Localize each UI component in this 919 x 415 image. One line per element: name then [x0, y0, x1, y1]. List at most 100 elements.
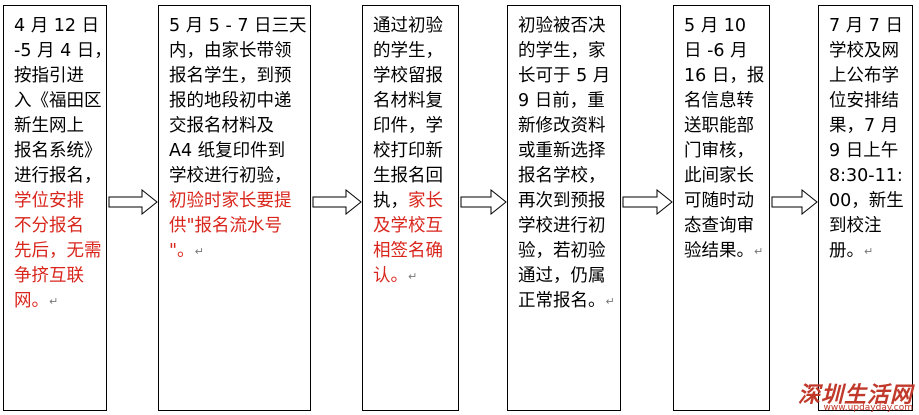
step-text: 果，7 月 — [829, 116, 899, 136]
highlighted-text: 网。 — [14, 291, 49, 311]
step-text: 日 -6 月 — [684, 41, 748, 61]
step-text-line: "。↵ — [169, 239, 302, 264]
step-text-line: 9 日前，重 — [518, 89, 612, 114]
step-text-line: 验，若初验 — [518, 239, 612, 264]
step-text: 5 月 5 - 7 日三天 — [169, 16, 307, 36]
step-text: 态查询审 — [684, 216, 754, 236]
watermark-name: 深圳生活网 — [797, 383, 913, 408]
step-text-line: 验结果。↵ — [684, 239, 764, 264]
step-text: 的学生， — [373, 41, 443, 61]
step-text-line: 8:30-11: — [829, 164, 904, 189]
step-text: 9 日上午 — [829, 141, 899, 161]
paragraph-mark-icon: ↵ — [194, 245, 204, 258]
step-box-2: 5 月 5 - 7 日三天内，由家长带领报名学生，到预报的地段初中递交报名材料及… — [158, 5, 311, 411]
step-text-line: 内，由家长带领 — [169, 39, 302, 64]
step-box-4: 初验被否决的学生，家长可于 5 月 9 日前，重新修改资料或重新选择报名学校，再次… — [507, 5, 621, 411]
step-text: 初验被否决 — [518, 16, 606, 36]
step-text: 执， — [373, 191, 408, 211]
step-text-line: 再次到预报 — [518, 189, 612, 214]
step-text-line: 正常报名。↵ — [518, 289, 615, 314]
arrow-right-icon — [771, 189, 818, 215]
step-text-line: 印件，学 — [373, 114, 450, 139]
step-text: 上公布学 — [829, 66, 899, 86]
step-text: 8:30-11: — [829, 166, 903, 186]
step-text-line: 5 月 10 — [684, 14, 761, 39]
step-text-line: 报名学校， — [518, 164, 612, 189]
step-text-line: 先后，无需 — [14, 239, 102, 264]
step-text-line: 新修改资料 — [518, 114, 612, 139]
step-text-line: 通过，仍属 — [518, 264, 612, 289]
step-text: 报的地段初中递 — [169, 91, 292, 111]
step-text-line: 新生网上 — [14, 114, 98, 139]
step-text-line: 报的地段初中递 — [169, 89, 302, 114]
step-text: 新修改资料 — [518, 116, 606, 136]
step-text: -5 月 4 日， — [14, 41, 107, 61]
step-text: 正常报名。 — [518, 291, 606, 311]
step-text-line: A4 纸复印件到 — [169, 139, 302, 164]
step-text-line: 执，家长 — [373, 189, 450, 214]
step-text: 验，若初验 — [518, 241, 606, 261]
arrow-right-icon — [622, 189, 673, 215]
step-text: 的学生，家 — [518, 41, 606, 61]
step-text-line: 入《福田区 — [14, 89, 102, 114]
step-text: 9 日前，重 — [518, 91, 605, 111]
step-text: 生报名回 — [373, 166, 443, 186]
step-text-line: 初验时家长要提 — [169, 189, 302, 214]
step-text: 交报名材料及 — [169, 116, 274, 136]
step-text: 可随时动 — [684, 191, 754, 211]
step-text-line: 送职能部 — [684, 114, 761, 139]
step-text-line: 生报名回 — [373, 164, 450, 189]
step-text-line: 通过初验 — [373, 14, 450, 39]
step-text: 学校及网 — [829, 41, 899, 61]
step-text-line: 日 -6 月 — [684, 39, 761, 64]
step-text: 位安排结 — [829, 91, 899, 111]
step-text-line: 报名系统》 — [14, 139, 102, 164]
arrow-right-icon — [312, 189, 362, 215]
step-text-line: 学校进行初验， — [169, 164, 302, 189]
step-text-line: 册。↵ — [829, 239, 904, 264]
step-text: 名材料复 — [373, 91, 443, 111]
step-text: 长可于 5 月 — [518, 66, 611, 86]
step-text-line: 供"报名流水号 — [169, 214, 302, 239]
step-text-line: 果，7 月 — [829, 114, 904, 139]
step-box-3: 通过初验的学生，学校留报名材料复印件，学校打印新生报名回执，家长及学校互相签名确… — [362, 5, 459, 411]
highlighted-text: 相签名确 — [373, 241, 443, 261]
step-text-line: 学校及网 — [829, 39, 904, 64]
step-text-line: 9 日上午 — [829, 139, 904, 164]
paragraph-mark-icon: ↵ — [408, 270, 418, 283]
step-box-1: 4 月 12 日-5 月 4 日，按指引进入《福田区新生网上报名系统》进行报名，… — [3, 5, 107, 411]
step-text-line: 门审核， — [684, 139, 761, 164]
step-text-line: 或重新选择 — [518, 139, 612, 164]
highlighted-text: 先后，无需 — [14, 241, 102, 261]
highlighted-text: 供"报名流水号 — [169, 216, 283, 236]
step-text: 5 月 10 — [684, 16, 747, 36]
step-text-line: 及学校互 — [373, 214, 450, 239]
step-text-line: 态查询审 — [684, 214, 761, 239]
step-text-line: 7 月 7 日 — [829, 14, 904, 39]
step-text-line: 可随时动 — [684, 189, 761, 214]
step-text-line: 初验被否决 — [518, 14, 612, 39]
step-text-line: 长可于 5 月 — [518, 64, 612, 89]
highlighted-text: "。 — [169, 241, 195, 261]
highlighted-text: 争挤互联 — [14, 266, 84, 286]
arrow-right-icon — [108, 189, 158, 215]
highlighted-text: 家长 — [408, 191, 443, 211]
step-text: 或重新选择 — [518, 141, 606, 161]
watermark-logo: 深圳生活网 www.updayday.com — [797, 377, 915, 413]
step-text-line: 学校进行初 — [518, 214, 612, 239]
step-text: 新生网上 — [14, 116, 84, 136]
step-text: 校打印新 — [373, 141, 443, 161]
step-text: 按指引进 — [14, 66, 84, 86]
step-text-line: 不分报名 — [14, 214, 98, 239]
step-text: 名信息转 — [684, 91, 754, 111]
step-text-line: 校打印新 — [373, 139, 450, 164]
watermark-url: www.updayday.com — [823, 403, 913, 413]
step-text: 门审核， — [684, 141, 754, 161]
step-text: 学校进行初验， — [169, 166, 292, 186]
step-text: 入《福田区 — [14, 91, 102, 111]
step-text-line: 5 月 5 - 7 日三天 — [169, 14, 307, 39]
step-text-line: 交报名材料及 — [169, 114, 302, 139]
paragraph-mark-icon: ↵ — [754, 245, 764, 258]
step-text: 报名系统》 — [14, 141, 102, 161]
